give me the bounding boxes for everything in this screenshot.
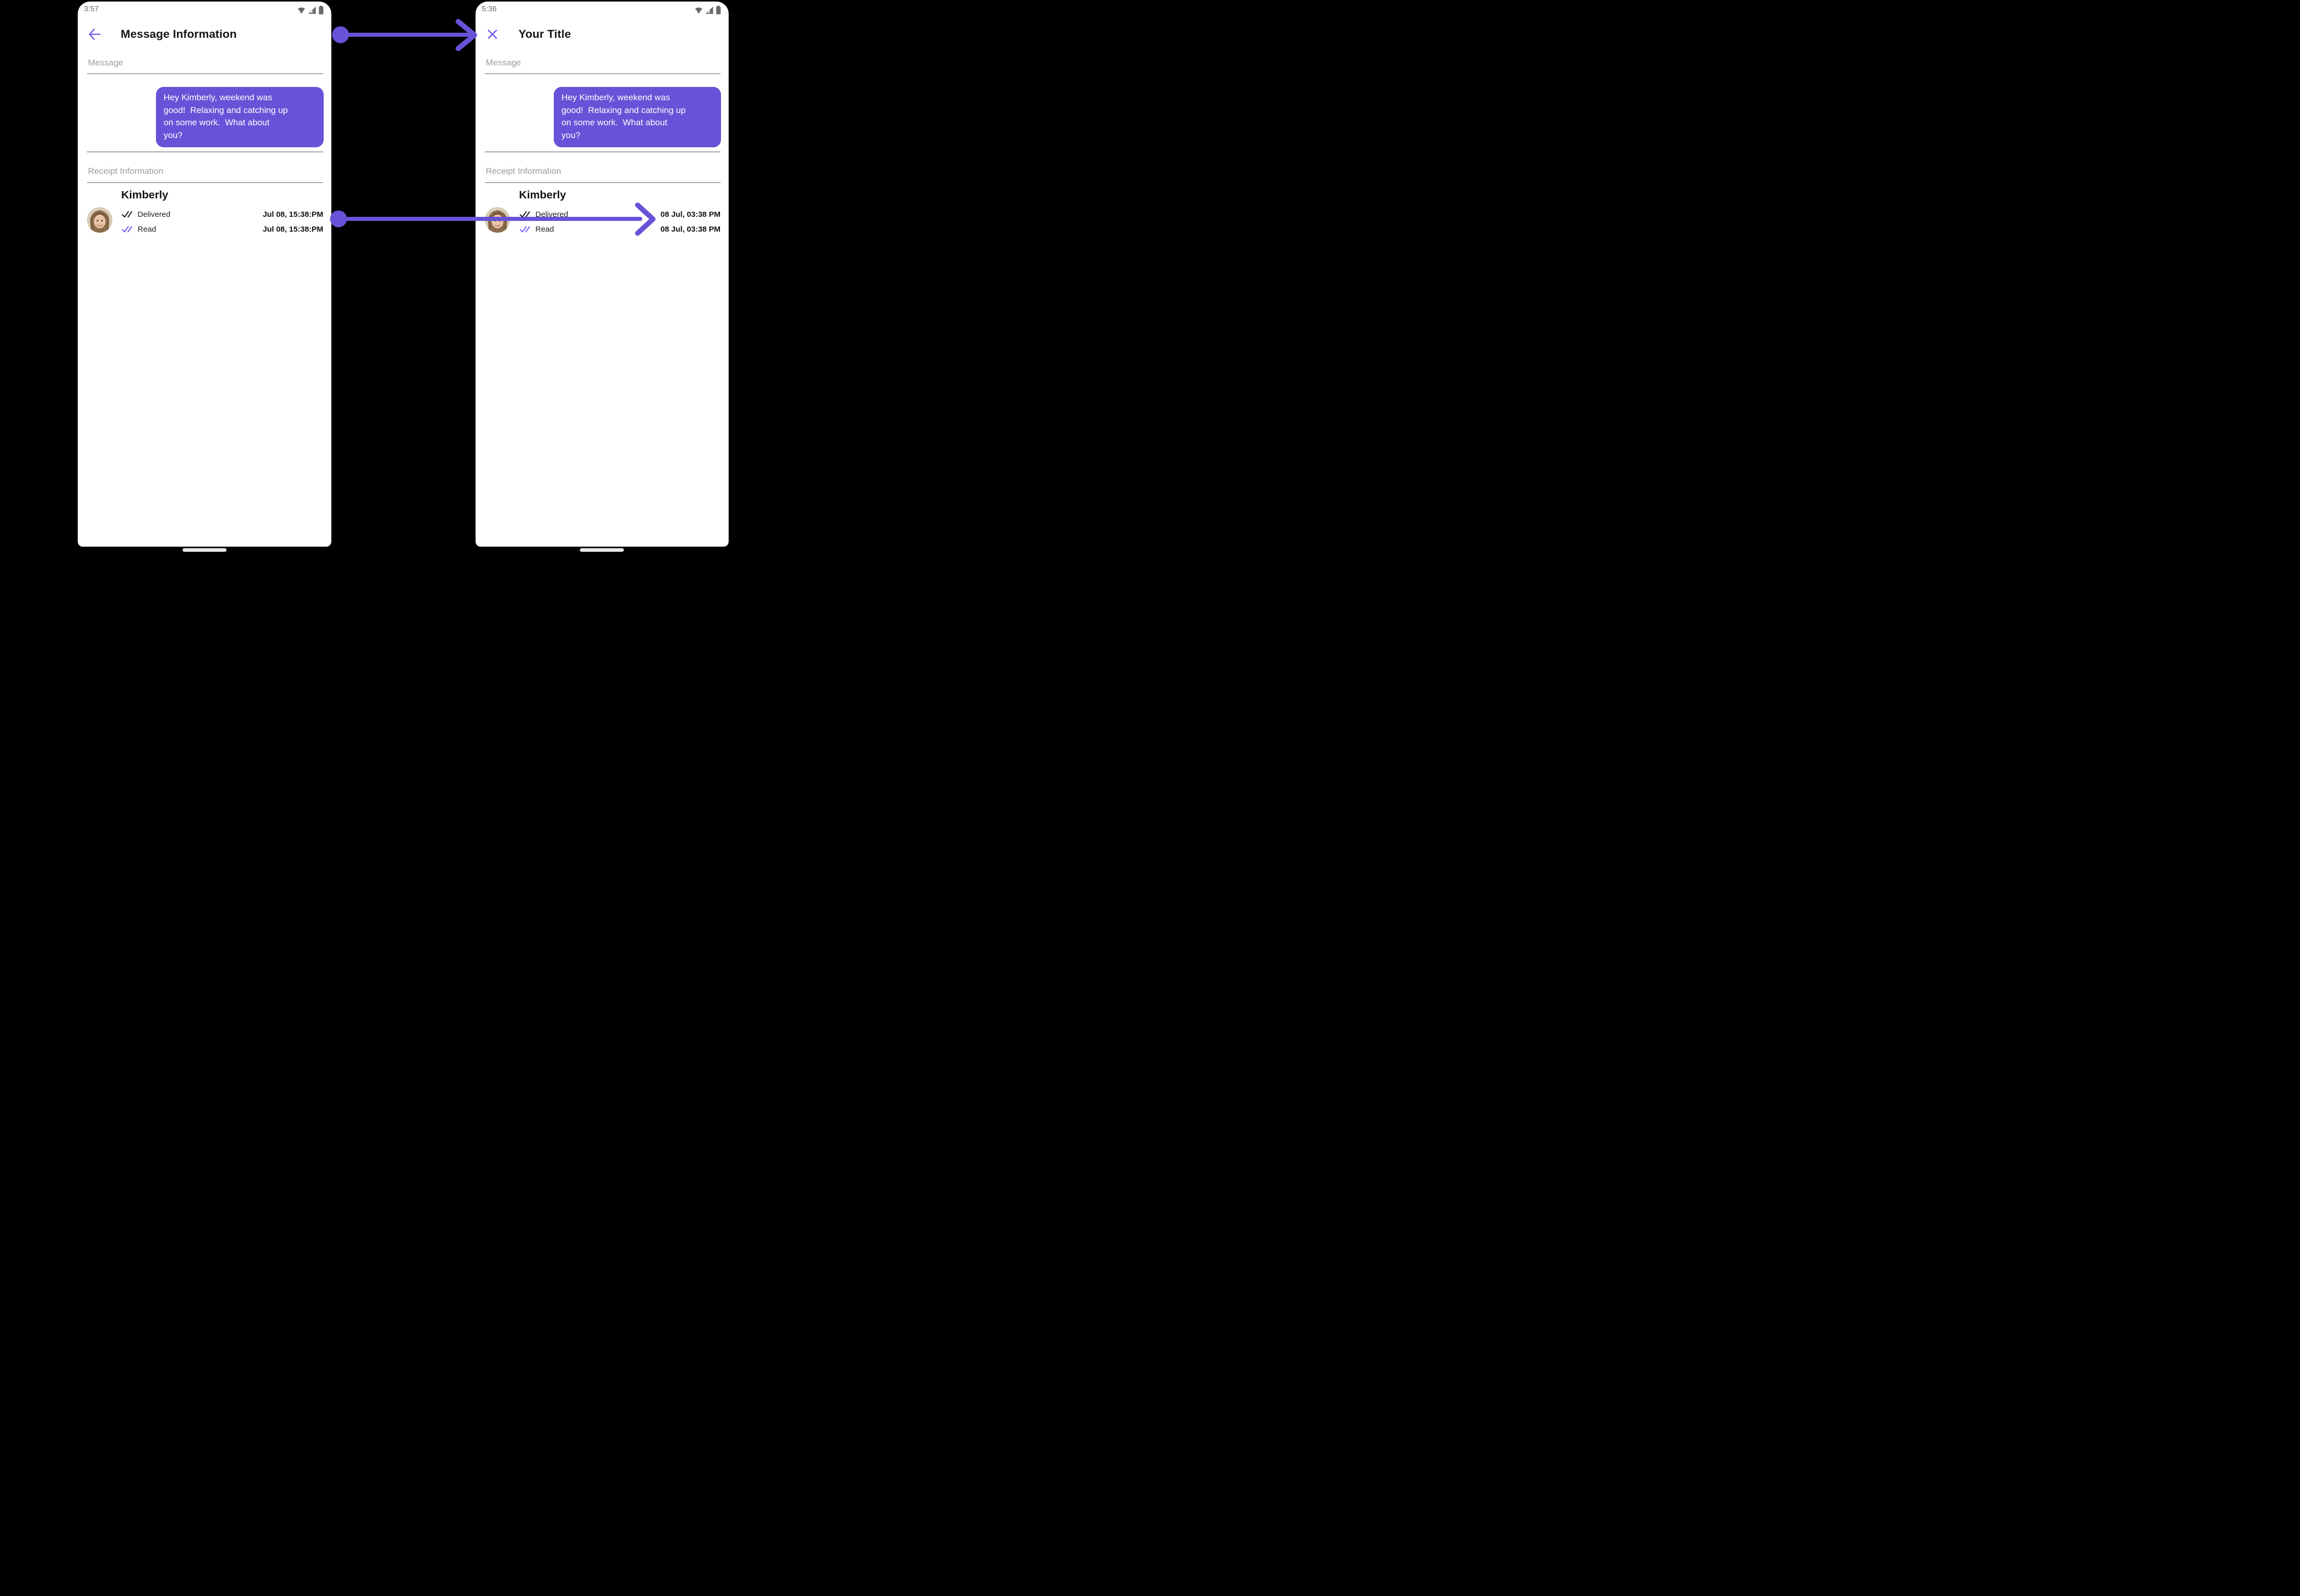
double-check-icon [122,226,132,233]
message-bubble-text: good! Relaxing and catching up [164,105,288,115]
divider [485,151,720,152]
battery-icon [319,6,324,14]
cellular-signal-icon [705,6,713,14]
close-icon [488,30,497,39]
divider [87,182,323,183]
receipt-status-label: Read [535,224,554,234]
divider [485,73,720,74]
message-bubble-text: you? [164,130,183,140]
status-bar-icons [694,6,721,14]
message-bubble-text: good! Relaxing and catching up [561,105,686,115]
message-section-label: Message [88,58,123,68]
receipt-section-label: Receipt Information [88,166,164,176]
arrow-head [456,19,477,51]
contact-name: Kimberly [519,189,567,201]
divider [87,151,323,152]
arrow-start-dot [332,26,349,43]
message-bubble-text: Hey Kimberly, weekend was [164,93,273,102]
arrow-start-dot [330,210,347,228]
cellular-signal-icon [308,6,316,14]
status-bar-icons [297,6,324,14]
message-bubble-text: you? [561,130,580,140]
receipt-timestamp: Jul 08, 15:38:PM [262,210,323,219]
wifi-icon [298,7,305,14]
receipt-row-delivered: Delivered Jul 08, 15:38:PM [122,208,323,221]
message-section-label: Message [486,58,521,68]
divider [87,73,323,74]
message-bubble-text: on some work. What about [164,118,269,127]
message-bubble: Hey Kimberly, weekend was good! Relaxing… [156,87,324,147]
receipt-status-label: Delivered [535,210,569,219]
message-bubble-text: Hey Kimberly, weekend was [561,93,670,102]
receipt-timestamp: Jul 08, 15:38:PM [262,224,323,234]
battery-icon [716,6,721,14]
receipt-status-label: Read [138,224,156,234]
title-customization-arrow [332,19,477,51]
receipt-section-label: Receipt Information [486,166,561,176]
wifi-icon [695,7,703,14]
back-arrow-icon [88,28,101,40]
status-bar-time: 5:36 [482,5,497,13]
receipt-row-delivered: Delivered 08 Jul, 03:38 PM [520,208,720,221]
receipt-row-read: Read Jul 08, 15:38:PM [122,222,323,236]
receipt-status-label: Delivered [138,210,171,219]
contact-name: Kimberly [121,189,169,201]
contact-avatar [87,207,112,233]
double-check-icon [520,226,530,233]
page-title: Message Information [121,28,237,40]
receipt-timestamp: 08 Jul, 03:38 PM [660,210,720,219]
double-check-icon [520,211,530,218]
home-indicator[interactable] [580,548,624,552]
status-bar-time: 3:57 [84,5,99,13]
message-bubble-text: on some work. What about [561,118,667,127]
back-button[interactable] [87,27,102,42]
phone-screen-left: 3:57 Message Information Message Hey Kim… [78,2,331,547]
receipt-row-read: Read 08 Jul, 03:38 PM [520,222,720,236]
divider [485,182,720,183]
message-bubble: Hey Kimberly, weekend was good! Relaxing… [554,87,721,147]
close-button[interactable] [485,27,500,42]
phone-screen-right: 5:36 Your Title Message Hey Kimberly, we… [476,2,729,547]
contact-avatar [485,207,510,233]
double-check-icon [122,211,132,218]
page-title: Your Title [518,28,571,40]
home-indicator[interactable] [183,548,227,552]
receipt-timestamp: 08 Jul, 03:38 PM [660,224,720,234]
